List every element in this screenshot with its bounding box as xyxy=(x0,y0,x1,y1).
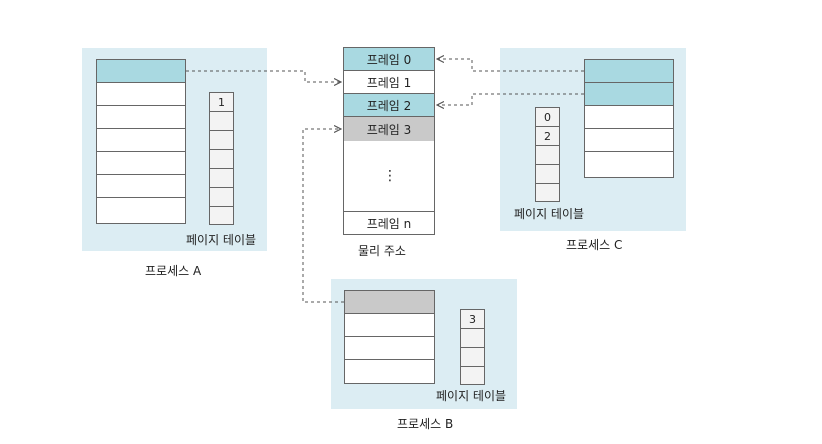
frame-1: 프레임 1 xyxy=(343,70,435,94)
process-a-page-5 xyxy=(96,174,186,198)
process-c-page-0 xyxy=(584,59,674,83)
process-a-caption: 프로세스 A xyxy=(145,264,202,278)
process-a-page-3 xyxy=(96,128,186,152)
frame-2: 프레임 2 xyxy=(343,93,435,117)
process-a-page-2 xyxy=(96,105,186,129)
process-c-page-table-label: 페이지 테이블 xyxy=(514,207,585,221)
process-b-page-table-label: 페이지 테이블 xyxy=(436,389,507,403)
process-a-page-table-label: 페이지 테이블 xyxy=(186,233,257,247)
process-c-caption: 프로세스 C xyxy=(566,238,623,252)
process-c-page-4 xyxy=(584,151,674,178)
process-a-page-0 xyxy=(96,59,186,83)
process-c-pt-entry: 0 xyxy=(535,107,560,127)
process-a-pt-entry xyxy=(209,206,234,225)
arrow-a-to-frame-1 xyxy=(186,70,341,82)
frame-0: 프레임 0 xyxy=(343,47,435,71)
process-b-page-3 xyxy=(344,359,435,384)
process-b-page-0 xyxy=(344,290,435,314)
frame-ellipsis-block xyxy=(343,141,435,212)
process-b-caption: 프로세스 B xyxy=(397,417,454,431)
frame-ellipsis: ⋮ xyxy=(383,168,397,184)
frame-3: 프레임 3 xyxy=(343,116,435,142)
process-c-pt-entry xyxy=(535,183,560,202)
process-c-page-2 xyxy=(584,105,674,129)
process-b-page-1 xyxy=(344,313,435,337)
physical-address-caption: 물리 주소 xyxy=(358,244,406,258)
arrow-c-to-frame-0 xyxy=(437,59,584,72)
process-b-pt-entry xyxy=(460,366,485,385)
process-c-page-3 xyxy=(584,128,674,152)
arrow-b-to-frame-3 xyxy=(302,129,344,303)
frame-n: 프레임 n xyxy=(343,211,435,235)
arrow-c-to-frame-2 xyxy=(437,93,584,105)
process-a-page-6 xyxy=(96,197,186,224)
